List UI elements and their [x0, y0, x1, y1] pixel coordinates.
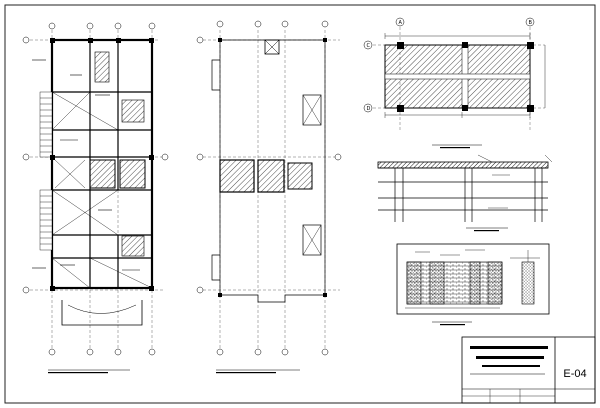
- grid-letter-d: D: [367, 106, 371, 112]
- floor-plan-middle: [196, 20, 342, 374]
- grid-letter-b: B: [529, 20, 533, 26]
- title-block: [461, 336, 596, 404]
- slab-section: [377, 154, 553, 232]
- sheet-number-label: E-04: [563, 368, 587, 380]
- floor-plan-left: [22, 22, 169, 374]
- slab-plan: A B C D: [363, 17, 546, 149]
- grid-letter-c: C: [367, 43, 371, 49]
- wall-detail: [396, 243, 550, 326]
- sheet-frame: [4, 4, 596, 404]
- grid-letter-a: A: [399, 20, 403, 26]
